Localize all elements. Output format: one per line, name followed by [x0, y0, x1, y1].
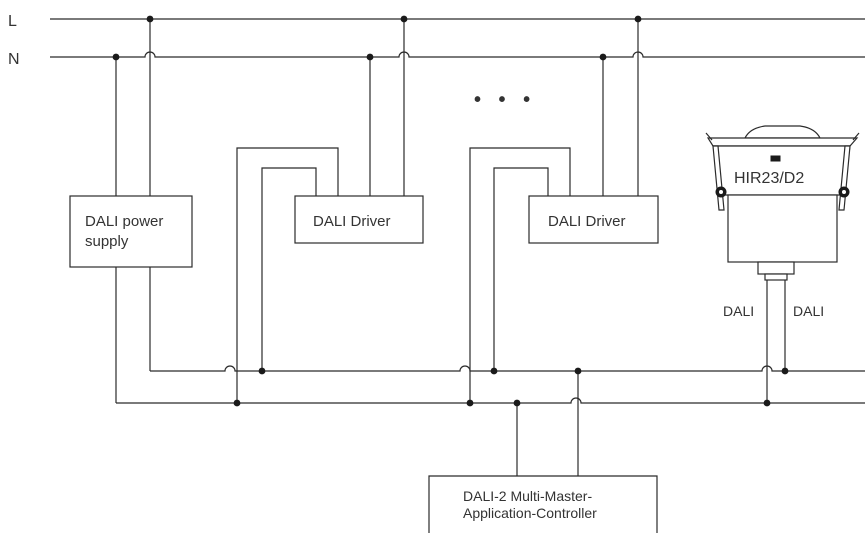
dali-power-supply-box: [69, 195, 193, 268]
driver2-label: DALI Driver: [548, 213, 626, 230]
more-drivers-ellipsis: • • •: [474, 89, 536, 111]
sensor-terminal-right-label: DALI: [793, 303, 824, 319]
driver2-dali-wire-lower: [469, 147, 571, 403]
sensor-terminal-left-label: DALI: [723, 303, 754, 319]
multi-master-controller-box: [428, 475, 658, 533]
sensor-model-label: HIR23/D2: [734, 170, 804, 187]
neutral-rail-label: N: [8, 51, 20, 68]
driver1-dali-wire-upper: [261, 167, 317, 371]
neutral-rail: [50, 51, 865, 58]
controller-label-line1: DALI-2 Multi-Master-: [463, 488, 592, 504]
power-supply-label-line2: supply: [85, 233, 129, 250]
dali-driver-box-2: [528, 195, 659, 244]
dali-bus-upper: [150, 365, 865, 372]
power-supply-label-line1: DALI power: [85, 213, 163, 230]
driver1-dali-wire-lower: [236, 147, 339, 403]
driver1-label: DALI Driver: [313, 213, 391, 230]
dali-bus-lower: [116, 397, 865, 404]
sensor-led-icon: [770, 155, 781, 162]
controller-label-line2: Application-Controller: [463, 505, 597, 521]
live-rail-label: L: [8, 13, 17, 30]
driver2-dali-wire-upper: [493, 167, 549, 371]
hir23-sensor: [705, 125, 860, 281]
dali-driver-box-1: [294, 195, 424, 244]
junction-dots: [112, 15, 789, 407]
